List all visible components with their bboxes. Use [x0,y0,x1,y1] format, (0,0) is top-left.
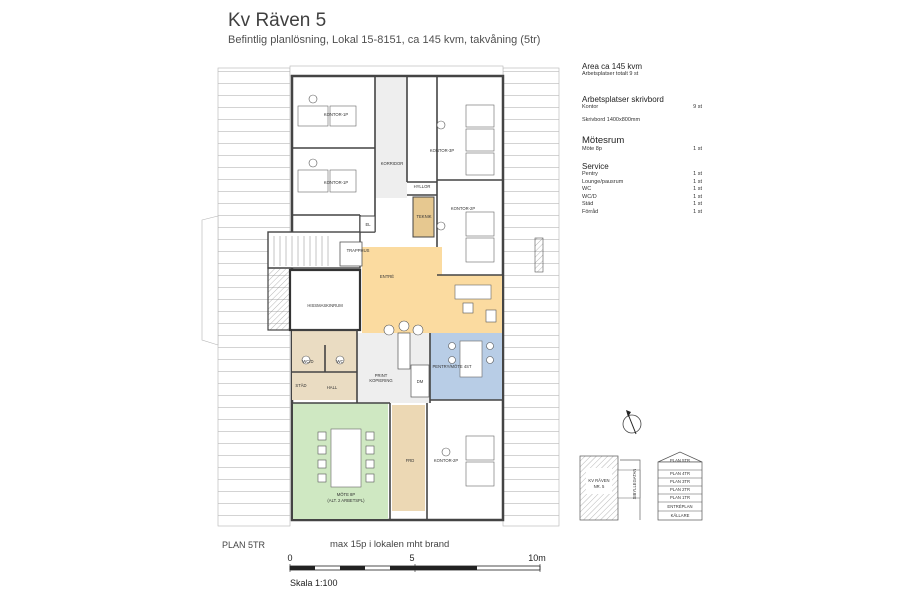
site-plot-line1: KV RÄVEN [588,478,609,483]
meeting-count: 1 st [693,145,702,152]
label-kontor2p-bottom: KONTOR-2P [434,458,459,463]
label-hyllor: HYLLOR [414,184,431,189]
label-entre: ENTRÉ [380,274,394,279]
page-title: Kv Räven 5 [228,10,327,31]
scale-label: Skala 1:100 [290,578,338,588]
floor-label: KÄLLARE [671,513,690,518]
kontor-label: Kontor [582,103,599,110]
label-kontor1a: KONTOR-1P [324,112,349,117]
service-label: WC [582,186,592,192]
scale-tick: 0 [287,553,292,563]
capacity-note: max 15p i lokalen mht brand [330,539,450,550]
service-label: Städ [582,201,594,207]
service-heading: Service [582,162,609,171]
desk-size: Skrivbord 1400x800mm [582,117,641,123]
floor-label: PLAN 5TR [670,458,690,463]
zone-korridor [375,78,407,198]
service-count: 1 st [693,186,702,192]
north-arrow-icon [622,410,642,435]
chimney [534,237,544,273]
furniture-chairs [301,94,497,483]
label-hissmaskinrum: HISSMASKINRUM [307,303,343,308]
info-panel: Area ca 145 kvm Arbetsplatser totalt 9 s… [582,62,702,216]
service-count: 1 st [693,201,702,207]
site-plot-line2: NR. 5 [594,484,605,489]
stair-steps [273,236,329,266]
teknik-room [412,196,435,238]
page-subtitle: Befintlig planlösning, Lokal 15-8151, ca… [228,34,541,46]
service-label: Förråd [582,208,599,215]
kontor-count: 9 st [693,103,702,110]
scale-tick: 5 [409,553,414,563]
label-kontor1b: KONTOR-1P [324,180,349,185]
zone-frd [392,405,425,511]
label-kontor2p-top: KONTOR-2P [451,206,476,211]
interior-walls [292,76,503,520]
area-sub: Arbetsplatser totalt 9 st [582,71,639,77]
label-dm: DM [417,379,424,384]
label-el: EL [365,222,371,227]
zone-entre [362,247,442,333]
label-wc: WC [337,359,344,364]
trapphus-box [339,241,363,267]
label-stad: STÄD [295,383,306,388]
roof-right [502,67,560,527]
floor-label: ENTRÉPLAN [667,504,692,509]
label-kontor3p: KONTOR-3P [430,148,455,153]
label-print: PRINT [375,373,388,378]
furniture-desks [297,104,495,488]
meeting-label: Möte 8p [582,145,602,152]
label-korridor: KORRIDOR [381,161,404,166]
service-label: Pentry [582,171,598,177]
site-street: SIBYLLEGATAN [632,469,637,500]
floor-label: PLAN 2TR [670,487,690,492]
label-pentry: PENTRY/MÖTE 4ST [432,364,471,369]
area-heading: Area ca 145 kvm [582,62,643,71]
label-mote8p-alt: (ALT. 2 ARBETSPL) [327,498,365,503]
label-kopiering: KOPIERING [369,378,392,383]
floor-label: PLAN 3TR [670,479,690,484]
label-mote8p: MÖTE 8P [337,492,356,497]
dormer-left [201,215,219,346]
print-counter [397,332,411,370]
floor-label: PLAN 1TR [670,495,690,500]
site-plan [579,455,641,521]
service-label: WC/D [582,193,597,200]
label-hall: HALL [327,385,338,390]
label-teknik: TEKNIK [416,214,431,219]
service-count: 1 st [693,178,702,185]
roof-top-edge [289,65,504,77]
dm-cabinet [410,364,430,398]
desks-heading: Arbetsplatser skrivbord [582,94,664,104]
service-count: 1 st [693,208,702,215]
section-diagram [657,451,703,521]
service-count: 1 st [693,193,702,200]
hissmaskinrum-room [288,268,362,332]
floor-label: PLAN 4TR [670,471,690,476]
scale-tick: 10m [528,553,546,563]
plan-label: PLAN 5TR [222,540,266,550]
scale-bar [289,564,541,572]
service-count: 1 st [693,171,702,177]
label-trapphus: TRAPPHUS [347,248,370,253]
shaft-wall [267,267,293,331]
el-room [359,215,376,233]
meeting-heading: Mötesrum [582,134,625,146]
service-label: Lounge/pausrum [582,178,624,185]
label-frd: FRD [406,458,415,463]
label-wcd: WC/D [302,359,313,364]
